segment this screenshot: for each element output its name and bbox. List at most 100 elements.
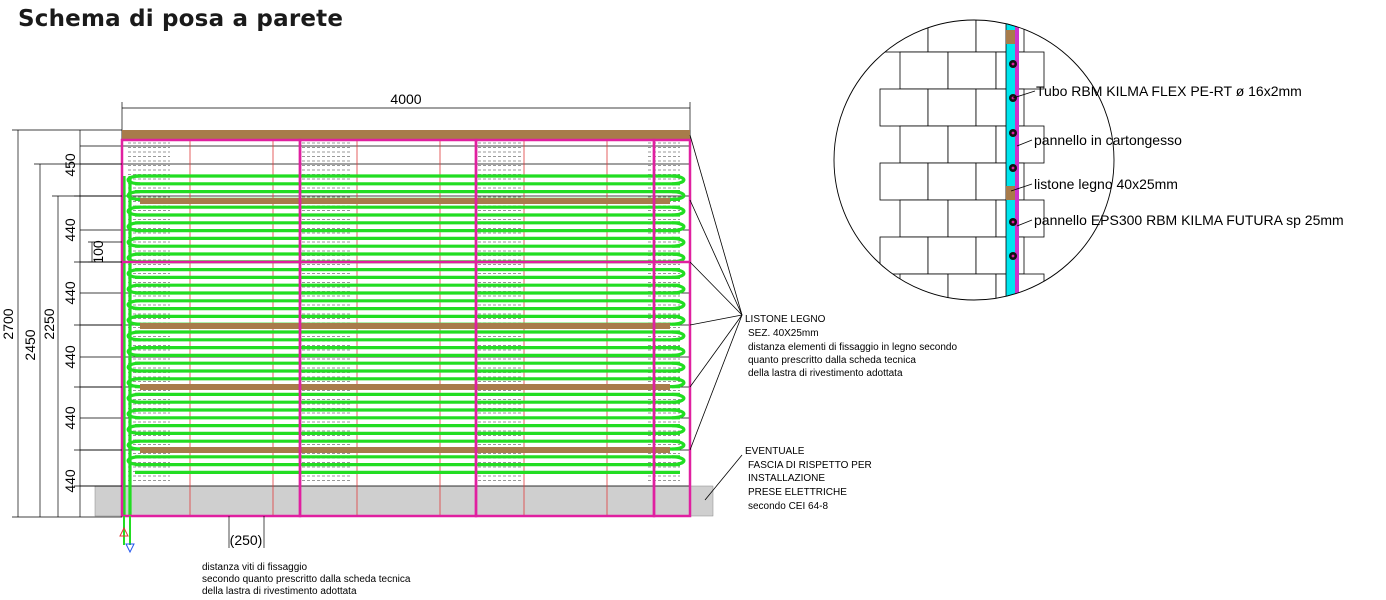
listone-note-line-1: LISTONE LEGNO bbox=[745, 314, 826, 325]
pipe-bend-right bbox=[671, 221, 686, 233]
batten bbox=[140, 384, 670, 390]
pipe-bend-right bbox=[671, 346, 686, 357]
dimension-labels: 4000 2700 2450 2250 450 440 440 440 440 … bbox=[0, 91, 422, 548]
manifold-zones bbox=[128, 142, 680, 481]
pipe-bend-right bbox=[671, 361, 686, 373]
brick bbox=[879, 162, 929, 201]
detail-label-board: pannello in cartongesso bbox=[1034, 132, 1182, 148]
dim-height-3: 2250 bbox=[41, 308, 57, 339]
brick bbox=[927, 88, 977, 127]
batten-section-2 bbox=[1006, 186, 1015, 200]
pipe-bend-right bbox=[671, 377, 686, 389]
pipe-bend-left bbox=[126, 236, 141, 248]
pipe-bend-left bbox=[126, 190, 141, 201]
detail-label-tube: Tubo RBM KILMA FLEX PE-RT ø 16x2mm bbox=[1036, 83, 1302, 99]
pipe-bend-right bbox=[671, 236, 686, 248]
panel-outline bbox=[652, 138, 692, 518]
listone-note: LISTONE LEGNO SEZ. 40X25mm distanza elem… bbox=[745, 314, 957, 379]
dim-spacing-100: 100 bbox=[90, 240, 106, 264]
fascia-note: EVENTUALE FASCIA DI RISPETTO PER INSTALL… bbox=[745, 446, 872, 512]
brick bbox=[899, 125, 949, 164]
brick bbox=[947, 125, 997, 164]
pipe-bend-left bbox=[126, 455, 141, 467]
supply-arrow bbox=[119, 516, 135, 554]
dim-panel-440-4: 440 bbox=[62, 406, 78, 430]
pipe-bend-right bbox=[671, 268, 686, 279]
panel-outlines bbox=[120, 138, 692, 518]
dim-screw-spacing: (250) bbox=[230, 532, 263, 548]
pipe-bend-left bbox=[126, 392, 141, 404]
pipe-bend-left bbox=[126, 268, 141, 279]
pipe-bend-right bbox=[671, 455, 686, 467]
section-detail: Tubo RBM KILMA FLEX PE-RT ø 16x2mm panne… bbox=[833, 19, 1344, 301]
listone-note-line-3: distanza elementi di fissaggio in legno … bbox=[748, 342, 957, 353]
fascia-note-line-4: PRESE ELETTRICHE bbox=[748, 487, 847, 498]
batten-section-1 bbox=[1006, 30, 1015, 44]
pipe-bend-left bbox=[126, 299, 141, 311]
dim-panel-440-1: 440 bbox=[62, 218, 78, 242]
dim-panel-450: 450 bbox=[62, 153, 78, 177]
pipe-section-core bbox=[1011, 254, 1015, 258]
screw-note-line-2: secondo quanto prescritto dalla scheda t… bbox=[202, 574, 411, 585]
pipe-section-core bbox=[1011, 62, 1015, 66]
batten-top bbox=[122, 130, 690, 140]
pipe-bend-right bbox=[671, 190, 686, 201]
fascia-note-line-5: secondo CEI 64-8 bbox=[748, 501, 828, 512]
batten bbox=[140, 198, 670, 204]
pipe-bend-left bbox=[126, 424, 141, 435]
fascia-note-line-2: FASCIA DI RISPETTO PER bbox=[748, 460, 872, 471]
pipe-bend-right bbox=[671, 283, 686, 295]
brick bbox=[927, 162, 977, 201]
dim-panel-440-3: 440 bbox=[62, 345, 78, 369]
screw-note-line-1: distanza viti di fissaggio bbox=[202, 562, 307, 573]
pipe-bend-right bbox=[671, 424, 686, 435]
dim-height-total: 2700 bbox=[0, 308, 16, 339]
pipe-bend-right bbox=[671, 330, 686, 342]
brick bbox=[899, 273, 949, 300]
listone-note-line-2: SEZ. 40X25mm bbox=[748, 328, 819, 339]
brick bbox=[947, 51, 997, 90]
pipe-bend-right bbox=[671, 439, 686, 451]
pipe-bend-left bbox=[126, 221, 141, 233]
screw-note-line-3: della lastra di rivestimento adottata bbox=[202, 586, 357, 597]
batten bbox=[140, 447, 670, 453]
pipe-bend-left bbox=[126, 174, 141, 186]
wall-elevation bbox=[80, 130, 714, 554]
brick bbox=[995, 199, 1045, 238]
gypsum-board-section bbox=[1015, 20, 1019, 300]
pipe-section-core bbox=[1011, 166, 1015, 170]
pipe-bend-left bbox=[126, 361, 141, 373]
pipe-bend-left bbox=[126, 439, 141, 451]
brick bbox=[927, 236, 977, 275]
dim-panel-440-2: 440 bbox=[62, 281, 78, 305]
pipe-sections bbox=[1009, 60, 1017, 260]
pipe-bend-right bbox=[671, 392, 686, 404]
detail-label-batten: listone legno 40x25mm bbox=[1034, 176, 1178, 192]
dim-height-2: 2450 bbox=[22, 329, 38, 360]
pipe-section-core bbox=[1011, 220, 1015, 224]
pipe-bend-right bbox=[671, 174, 686, 186]
brick bbox=[899, 199, 949, 238]
pipe-section-core bbox=[1011, 131, 1015, 135]
dimensions bbox=[12, 102, 691, 548]
page-title: Schema di posa a parete bbox=[18, 6, 344, 32]
listone-note-line-5: della lastra di rivestimento adottata bbox=[748, 368, 903, 379]
pipe-bend-right bbox=[671, 205, 686, 217]
brick bbox=[947, 199, 997, 238]
brick bbox=[947, 273, 997, 300]
detail-label-panel: pannello EPS300 RBM KILMA FUTURA sp 25mm bbox=[1034, 212, 1344, 228]
listone-note-line-4: quanto prescritto dalla scheda tecnica bbox=[748, 355, 916, 366]
pipe-bend-right bbox=[671, 408, 686, 420]
pipe-bend-right bbox=[671, 252, 686, 264]
dim-panel-440-5: 440 bbox=[62, 469, 78, 493]
eps-panel-section bbox=[1006, 20, 1015, 300]
batten bbox=[140, 323, 670, 329]
brick bbox=[899, 51, 949, 90]
screw-note: distanza viti di fissaggio secondo quant… bbox=[202, 562, 411, 597]
brick-wall bbox=[879, 20, 1045, 300]
fascia-note-line-1: EVENTUALE bbox=[745, 446, 805, 457]
pipe-bend-left bbox=[126, 314, 141, 326]
heating-pipes bbox=[122, 174, 686, 516]
pipe-bend-left bbox=[126, 346, 141, 357]
